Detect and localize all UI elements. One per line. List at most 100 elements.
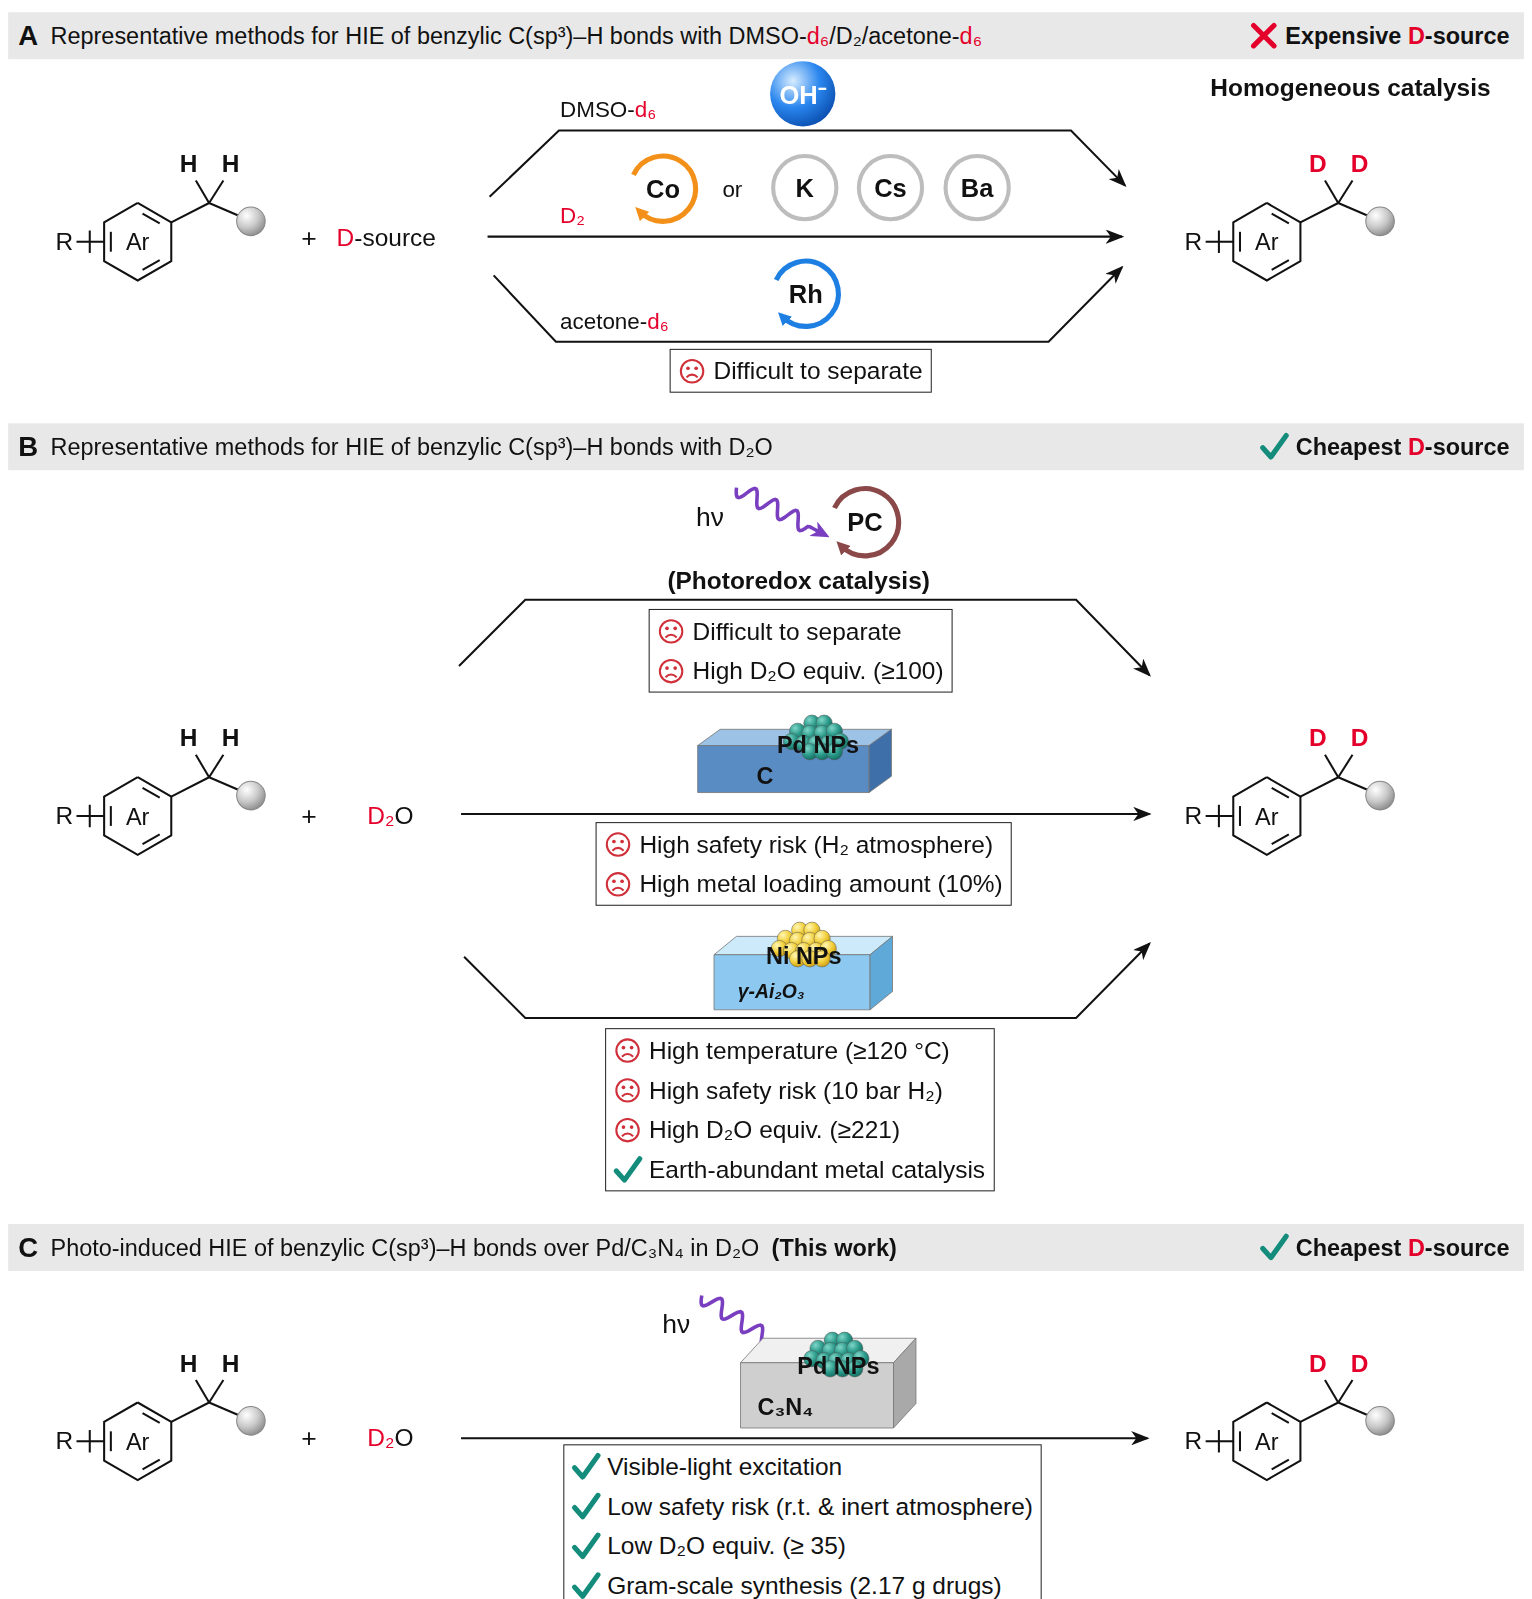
text-run: + — [301, 1423, 316, 1454]
note-row: Low safety risk (r.t. & inert atmosphere… — [570, 1486, 1033, 1526]
deuterium-atom: D — [1309, 151, 1327, 178]
reagent-text: D₂O — [367, 803, 413, 830]
header-text: Cheapest D-source — [1296, 433, 1510, 461]
text-run: Cheapest — [1296, 1234, 1408, 1261]
support-label: Pd NPs — [797, 1355, 879, 1378]
text-run: O — [394, 1424, 413, 1452]
text-run: Representative methods for HIE of benzyl… — [50, 22, 806, 49]
text-run: Ar — [126, 229, 149, 256]
molecule-structure — [1206, 755, 1395, 855]
light-arrow — [736, 488, 824, 535]
check-icon — [570, 1531, 601, 1562]
header-left: B Representative methods for HIE of benzy… — [18, 431, 772, 463]
aryl-ring: Ar — [126, 804, 149, 830]
text-run: B — [18, 431, 38, 462]
note-box: Difficult to separate — [670, 349, 932, 393]
sad-face-icon — [603, 829, 634, 860]
support-label: γ-Ai₂O₃ — [738, 982, 805, 1001]
header-right: Cheapest D-source — [1259, 1232, 1510, 1263]
check-icon — [570, 1451, 601, 1482]
plus-sign: + — [301, 801, 316, 830]
text-run: /D₂/acetone- — [829, 22, 959, 49]
support-label: C₃N₄ — [757, 1396, 813, 1419]
panel-header-band: A Representative methods for HIE of benzy… — [8, 12, 1524, 59]
panel-header-band: B Representative methods for HIE of benzy… — [8, 423, 1524, 470]
catalyst-label: OH⁻ — [780, 77, 826, 112]
sad-face-icon — [656, 655, 687, 686]
note-box: High safety risk (H₂ atmosphere) High met… — [596, 822, 1012, 906]
text-run: D — [1408, 22, 1425, 49]
molecule-structure — [1206, 181, 1395, 281]
cross-icon — [1249, 20, 1280, 51]
text-run: DMSO- — [560, 97, 635, 122]
substituent: R — [55, 803, 73, 830]
note-row: Difficult to separate — [656, 611, 944, 651]
text-run: (Photoredox catalysis) — [667, 567, 930, 595]
note-box: Visible-light excitationLow safety risk … — [563, 1444, 1042, 1599]
text-run: H — [222, 724, 240, 752]
catalyst-circle: OH⁻ — [770, 61, 835, 126]
header-left: A Representative methods for HIE of benzy… — [18, 20, 982, 52]
text-run: Expensive — [1285, 22, 1408, 49]
note-row: High metal loading amount (10%) — [603, 864, 1003, 904]
header-text: Cheapest D-source — [1296, 1234, 1510, 1262]
catalyst-support: Ni NPsγ-Ai₂O₃ — [714, 936, 893, 1009]
text-run: or — [722, 176, 742, 202]
aryl-ring: Ar — [126, 1429, 149, 1455]
text-run: R — [1185, 1427, 1203, 1455]
note-box: Difficult to separateHigh D₂O equiv. (≥1… — [649, 609, 953, 693]
text-run: D — [1309, 724, 1327, 752]
text-run: hν — [662, 1308, 690, 1339]
hydrogen-atom: H — [180, 725, 198, 752]
molecule-structure — [77, 755, 266, 855]
text-run: D — [1351, 724, 1369, 752]
support-label: Pd NPs — [777, 734, 859, 757]
catalyst-label: Ba — [961, 173, 994, 203]
check-icon — [1259, 1232, 1290, 1263]
text-run: H — [180, 724, 198, 752]
text-run: D — [1408, 433, 1425, 460]
note-row: Low D₂O equiv. (≥ 35) — [570, 1526, 1033, 1566]
light-symbol: hν — [696, 503, 724, 532]
deuterium-source: acetone-d₆ — [560, 310, 669, 335]
text-run: Ar — [126, 1428, 149, 1455]
text-run: d₆ — [960, 22, 983, 49]
hydrogen-atom: H — [222, 151, 240, 178]
text-run: D₂ — [560, 203, 585, 229]
text-run: R — [1185, 802, 1203, 830]
note-text: High safety risk (H₂ atmosphere) — [639, 830, 993, 859]
reaction-arrow — [464, 944, 1149, 1018]
text-run: D — [1309, 1349, 1327, 1377]
catalyst-support: Pd NPsC — [698, 729, 892, 792]
note-row: High D₂O equiv. (≥100) — [656, 651, 944, 691]
note-row: Gram-scale synthesis (2.17 g drugs) — [570, 1566, 1033, 1599]
text-run: D — [1408, 1234, 1425, 1261]
text-run: Ar — [126, 803, 149, 830]
panel-letter: B — [18, 431, 38, 463]
text-run: D₂ — [367, 802, 394, 830]
note-row: High safety risk (H₂ atmosphere) — [603, 824, 1003, 864]
header-text: Photo-induced HIE of benzylic C(sp³)–H b… — [50, 1234, 759, 1262]
header-right: Expensive D-source — [1249, 20, 1510, 51]
substituent: R — [1185, 228, 1203, 255]
molecule-structure — [77, 1380, 266, 1480]
text-run: O — [394, 802, 413, 830]
text-run: acetone- — [560, 309, 647, 335]
note-text: Earth-abundant metal catalysis — [649, 1155, 985, 1184]
text-run: -source — [1425, 22, 1510, 49]
check-icon — [612, 1154, 643, 1185]
catalyst-label: Cs — [874, 173, 907, 203]
check-icon — [1259, 431, 1290, 462]
note-row: Difficult to separate — [677, 351, 923, 391]
text-run: Homogeneous catalysis — [1210, 73, 1490, 101]
text-run: Cheapest — [1296, 433, 1408, 460]
method-name: (Photoredox catalysis) — [667, 568, 930, 595]
hydrogen-atom: H — [180, 1350, 198, 1377]
text-run: R — [1185, 227, 1203, 255]
text-run: -source — [1425, 1234, 1510, 1261]
text-run: A — [18, 20, 38, 51]
text-run: Representative methods for HIE of benzyl… — [50, 433, 772, 460]
header-left: CPhoto-induced HIE of benzylic C(sp³)–H … — [18, 1232, 896, 1264]
catalyst-circle: Co — [627, 153, 698, 224]
